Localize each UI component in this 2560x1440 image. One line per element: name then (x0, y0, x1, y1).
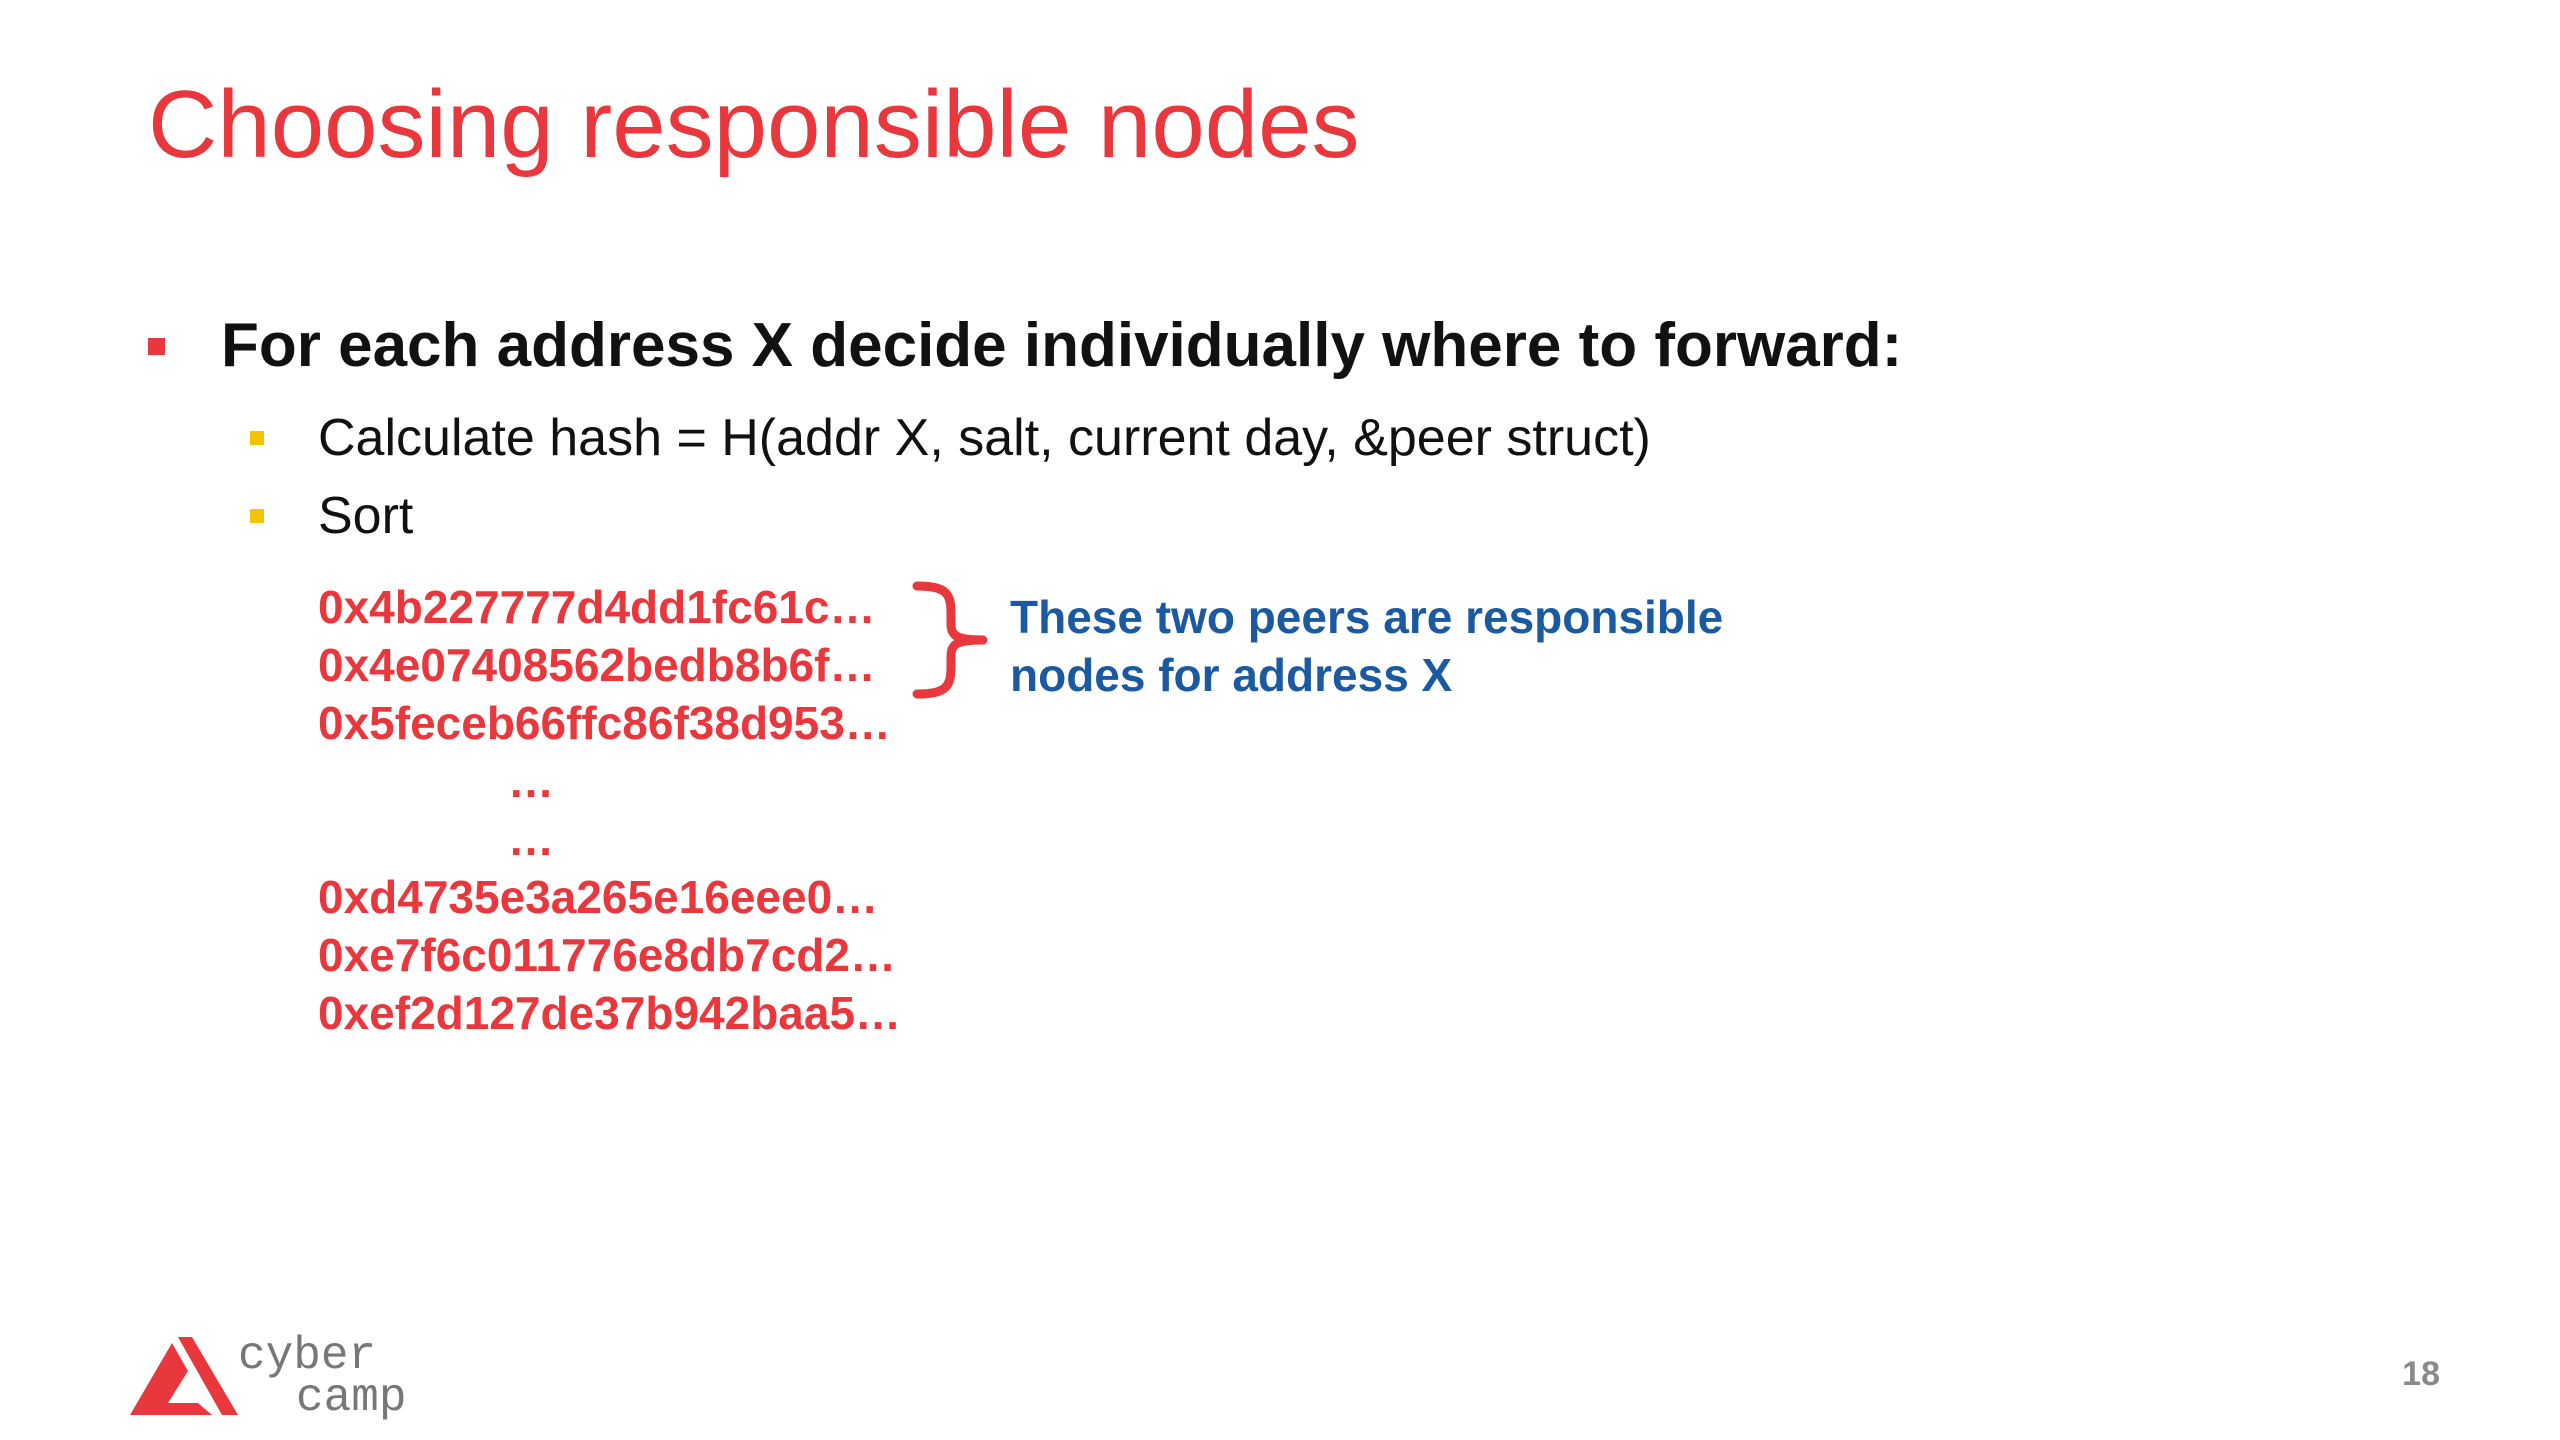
hash-item: 0xef2d127de37b942baa5… (318, 987, 902, 1039)
sub-bullet-text: Calculate hash = H(addr X, salt, current… (318, 409, 1651, 467)
yellow-square-bullet-icon (250, 431, 264, 445)
yellow-square-bullet-icon (250, 509, 264, 523)
hash-list: 0x4b227777d4dd1fc61c… 0x4e07408562bedb8b… (318, 578, 901, 1042)
hash-item: 0x4b227777d4dd1fc61c… (318, 581, 876, 633)
responsible-nodes-note: These two peers are responsible nodes fo… (1010, 588, 1723, 704)
right-curly-brace-icon (912, 581, 988, 699)
red-square-bullet-icon (148, 338, 165, 355)
slide-title: Choosing responsible nodes (148, 71, 1360, 178)
hash-ellipsis: … (508, 813, 554, 865)
note-line: These two peers are responsible (1010, 591, 1724, 643)
hash-item: 0xe7f6c011776e8db7cd2… (318, 929, 896, 981)
hash-item: 0x5feceb66ffc86f38d953… (318, 697, 891, 749)
hash-item: 0x4e07408562bedb8b6f… (318, 639, 876, 691)
logo-word-cyber: cyber (238, 1330, 377, 1382)
cybercamp-logo: cyber camp (128, 1325, 448, 1424)
logo-word-camp: camp (296, 1372, 407, 1424)
logo-mark-icon (130, 1337, 238, 1415)
main-bullet-text: For each address X decide individually w… (221, 311, 1903, 380)
note-line: nodes for address X (1010, 649, 1453, 701)
hash-item: 0xd4735e3a265e16eee0… (318, 871, 879, 923)
main-bullet: For each address X decide individually w… (148, 310, 1902, 381)
page-number: 18 (2402, 1355, 2440, 1393)
sub-bullet-calculate: Calculate hash = H(addr X, salt, current… (250, 408, 1651, 468)
sub-bullet-text: Sort (318, 487, 414, 545)
sub-bullet-sort: Sort (250, 486, 413, 546)
hash-ellipsis: … (508, 755, 554, 807)
